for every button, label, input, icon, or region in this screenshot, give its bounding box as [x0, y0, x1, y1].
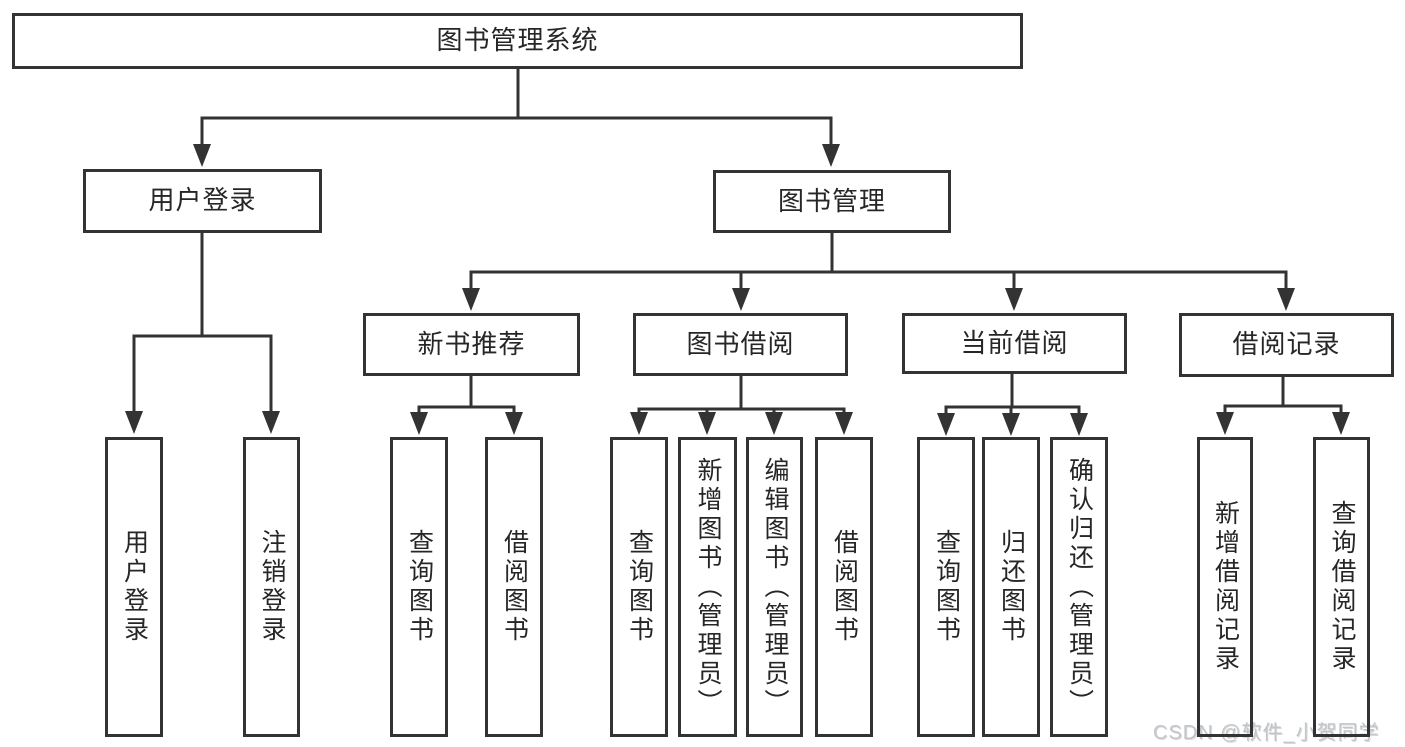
arrow-icon	[765, 412, 783, 435]
node-user-login: 用户登录	[83, 169, 322, 233]
arrow-icon	[462, 288, 480, 311]
arrow-icon	[1216, 412, 1234, 435]
arrow-icon	[835, 412, 853, 435]
node-borrow-records-label: 借阅记录	[1232, 329, 1341, 360]
node-book-borrow: 图书借阅	[633, 313, 848, 376]
leaf-user-login: 用户登录	[105, 437, 163, 737]
node-book-management-label: 图书管理	[777, 185, 886, 216]
node-user-login-label: 用户登录	[148, 185, 257, 216]
leaf-query-borrow-record: 查询借阅记录	[1313, 437, 1370, 737]
arrow-icon	[1277, 288, 1295, 311]
leaf-borrow-books-label: 借阅图书	[830, 529, 859, 645]
arrow-icon	[630, 412, 648, 435]
connector-borrow-to-children	[637, 374, 846, 419]
arrow-icon	[1005, 288, 1023, 311]
arrow-icon	[193, 144, 211, 167]
arrow-icon	[1002, 413, 1020, 436]
leaf-return-book: 归还图书	[982, 437, 1040, 737]
leaf-add-borrow-record-label: 新增借阅记录	[1211, 500, 1240, 674]
node-book-borrow-label: 图书借阅	[686, 328, 795, 359]
arrow-icon	[1332, 412, 1350, 435]
leaf-return-book-label: 归还图书	[997, 529, 1026, 645]
leaf-query-books-current-label: 查询图书	[932, 529, 961, 645]
node-root: 图书管理系统	[12, 13, 1023, 69]
connector-book-mgmt-to-level3	[469, 231, 1288, 294]
arrow-icon	[1070, 413, 1088, 436]
leaf-add-book-admin-label: 新增图书（管理员）	[694, 456, 722, 718]
connector-recommend-to-children	[417, 374, 516, 419]
node-current-borrow-label: 当前借阅	[960, 327, 1069, 358]
leaf-query-books-borrow-label: 查询图书	[625, 529, 654, 645]
arrow-icon	[937, 413, 955, 436]
connector-root-to-level2	[200, 67, 833, 150]
connector-records-to-children	[1223, 375, 1343, 419]
arrow-icon	[732, 288, 750, 311]
node-root-label: 图书管理系统	[436, 25, 599, 56]
node-book-management: 图书管理	[713, 170, 951, 233]
leaf-add-borrow-record: 新增借阅记录	[1197, 437, 1253, 737]
leaf-user-login-label: 用户登录	[120, 529, 149, 645]
leaf-query-books-recommend-label: 查询图书	[405, 529, 434, 645]
leaf-logout-login-label: 注销登录	[258, 529, 286, 645]
leaf-borrow-books: 借阅图书	[815, 437, 873, 737]
leaf-query-books-current: 查询图书	[917, 437, 975, 737]
leaf-query-books-borrow: 查询图书	[610, 437, 668, 737]
connector-user-login-to-children	[132, 231, 273, 417]
arrow-icon	[822, 144, 840, 167]
leaf-borrow-books-recommend: 借阅图书	[485, 437, 543, 737]
leaf-borrow-books-recommend-label: 借阅图书	[500, 529, 529, 645]
watermark: CSDN @软件_小贺同学	[1153, 722, 1380, 744]
connector-current-to-children	[944, 372, 1081, 420]
arrow-icon	[262, 411, 280, 434]
leaf-query-borrow-record-label: 查询借阅记录	[1328, 500, 1356, 674]
leaf-confirm-return-admin: 确认归还（管理员）	[1050, 437, 1108, 737]
leaf-edit-book-admin-label: 编辑图书（管理员）	[761, 456, 789, 718]
node-current-borrow: 当前借阅	[902, 313, 1127, 374]
leaf-add-book-admin: 新增图书（管理员）	[678, 437, 737, 737]
arrowheads	[125, 144, 1350, 436]
leaf-edit-book-admin: 编辑图书（管理员）	[746, 437, 803, 737]
arrow-icon	[410, 412, 428, 435]
arrow-icon	[698, 412, 716, 435]
leaf-logout-login: 注销登录	[243, 437, 300, 737]
leaf-query-books-recommend: 查询图书	[390, 437, 448, 737]
leaf-confirm-return-admin-label: 确认归还（管理员）	[1065, 456, 1094, 718]
arrow-icon	[505, 412, 523, 435]
node-new-book-recommend-label: 新书推荐	[417, 328, 526, 359]
arrow-icon	[125, 411, 143, 434]
node-new-book-recommend: 新书推荐	[363, 313, 580, 376]
node-borrow-records: 借阅记录	[1179, 313, 1394, 377]
